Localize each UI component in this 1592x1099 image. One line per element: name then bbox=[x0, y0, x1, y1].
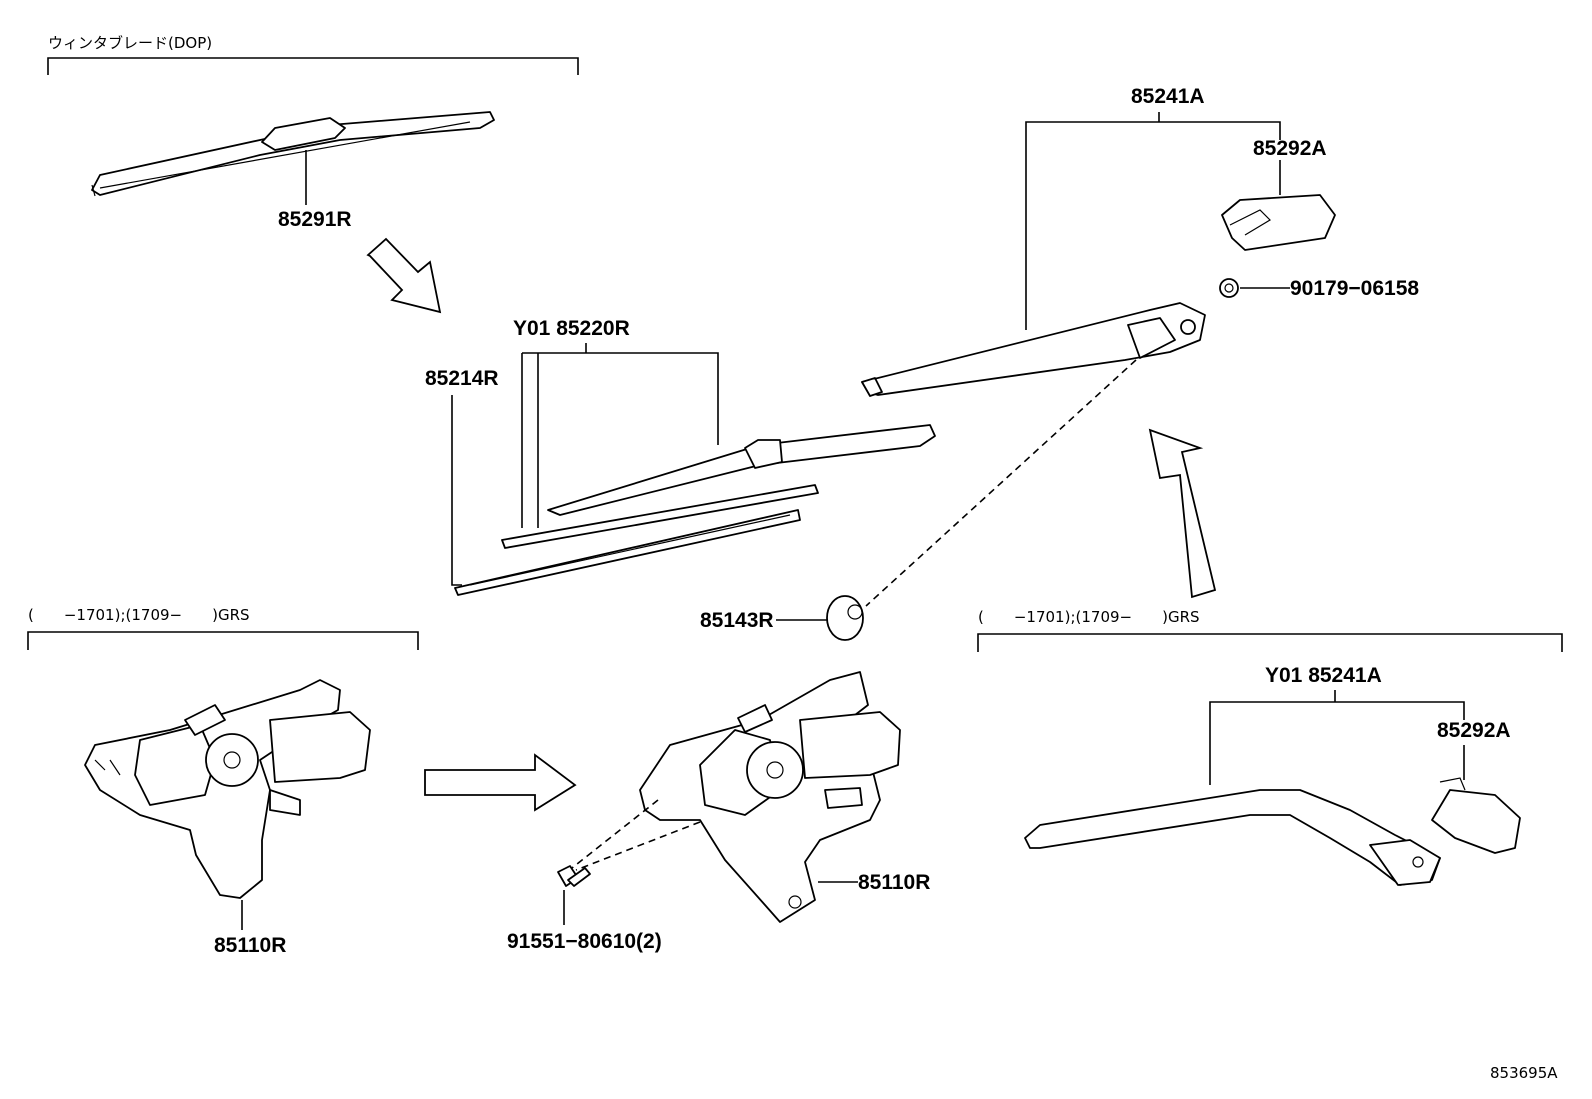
leader-85241A-y01 bbox=[1209, 701, 1465, 785]
wiper-motor-left-icon bbox=[84, 679, 371, 899]
leader-85214R bbox=[451, 395, 462, 586]
part-label-85241A-y01: Y01 85241A bbox=[1265, 664, 1382, 687]
nut-icon bbox=[1219, 278, 1239, 298]
condition-label-left: ( −1701);(1709− )GRS bbox=[28, 606, 250, 624]
bolt-icon bbox=[557, 865, 591, 887]
part-label-91551-80610: 91551−80610(2) bbox=[507, 930, 662, 953]
condition-bracket-left bbox=[27, 631, 419, 650]
wiper-motor-middle-icon bbox=[639, 671, 901, 923]
winter-blade-group-label: ウィンタブレード(DOP) bbox=[48, 34, 212, 52]
part-label-85214R: 85214R bbox=[425, 367, 499, 390]
winter-blade-bracket bbox=[47, 57, 579, 75]
part-label-85143R: 85143R bbox=[700, 609, 774, 632]
part-label-85292A-right: 85292A bbox=[1437, 719, 1511, 742]
part-label-85110R-mid: 85110R bbox=[858, 871, 930, 894]
part-label-85110R-left: 85110R bbox=[214, 934, 286, 957]
arrow-diagonal-icon bbox=[366, 237, 442, 314]
leader-85241A-top bbox=[1025, 121, 1281, 330]
winter-blade-icon bbox=[91, 111, 495, 197]
cap-top-icon bbox=[1221, 194, 1336, 251]
condition-label-right: ( −1701);(1709− )GRS bbox=[978, 608, 1200, 626]
grommet-icon bbox=[826, 595, 864, 641]
part-label-85220R: Y01 85220R bbox=[513, 317, 630, 340]
condition-bracket-right bbox=[977, 633, 1563, 652]
part-label-85292A-top: 85292A bbox=[1253, 137, 1327, 160]
part-label-85291R: 85291R bbox=[278, 208, 352, 231]
rear-wiper-blade-icon bbox=[454, 424, 936, 596]
diagram-id: 853695A bbox=[1490, 1064, 1558, 1082]
arrow-up-icon bbox=[1148, 428, 1217, 599]
wiper-arm-top-icon bbox=[861, 302, 1206, 397]
dashed-guide-85143R bbox=[865, 359, 1137, 607]
arrow-right-icon bbox=[424, 753, 577, 812]
part-label-90179-06158: 90179−06158 bbox=[1290, 277, 1419, 300]
wiper-arm-right-icon bbox=[1024, 789, 1441, 886]
cap-right-icon bbox=[1431, 777, 1521, 854]
part-label-85241A-top: 85241A bbox=[1131, 85, 1205, 108]
leader-85220R-c bbox=[522, 352, 719, 445]
